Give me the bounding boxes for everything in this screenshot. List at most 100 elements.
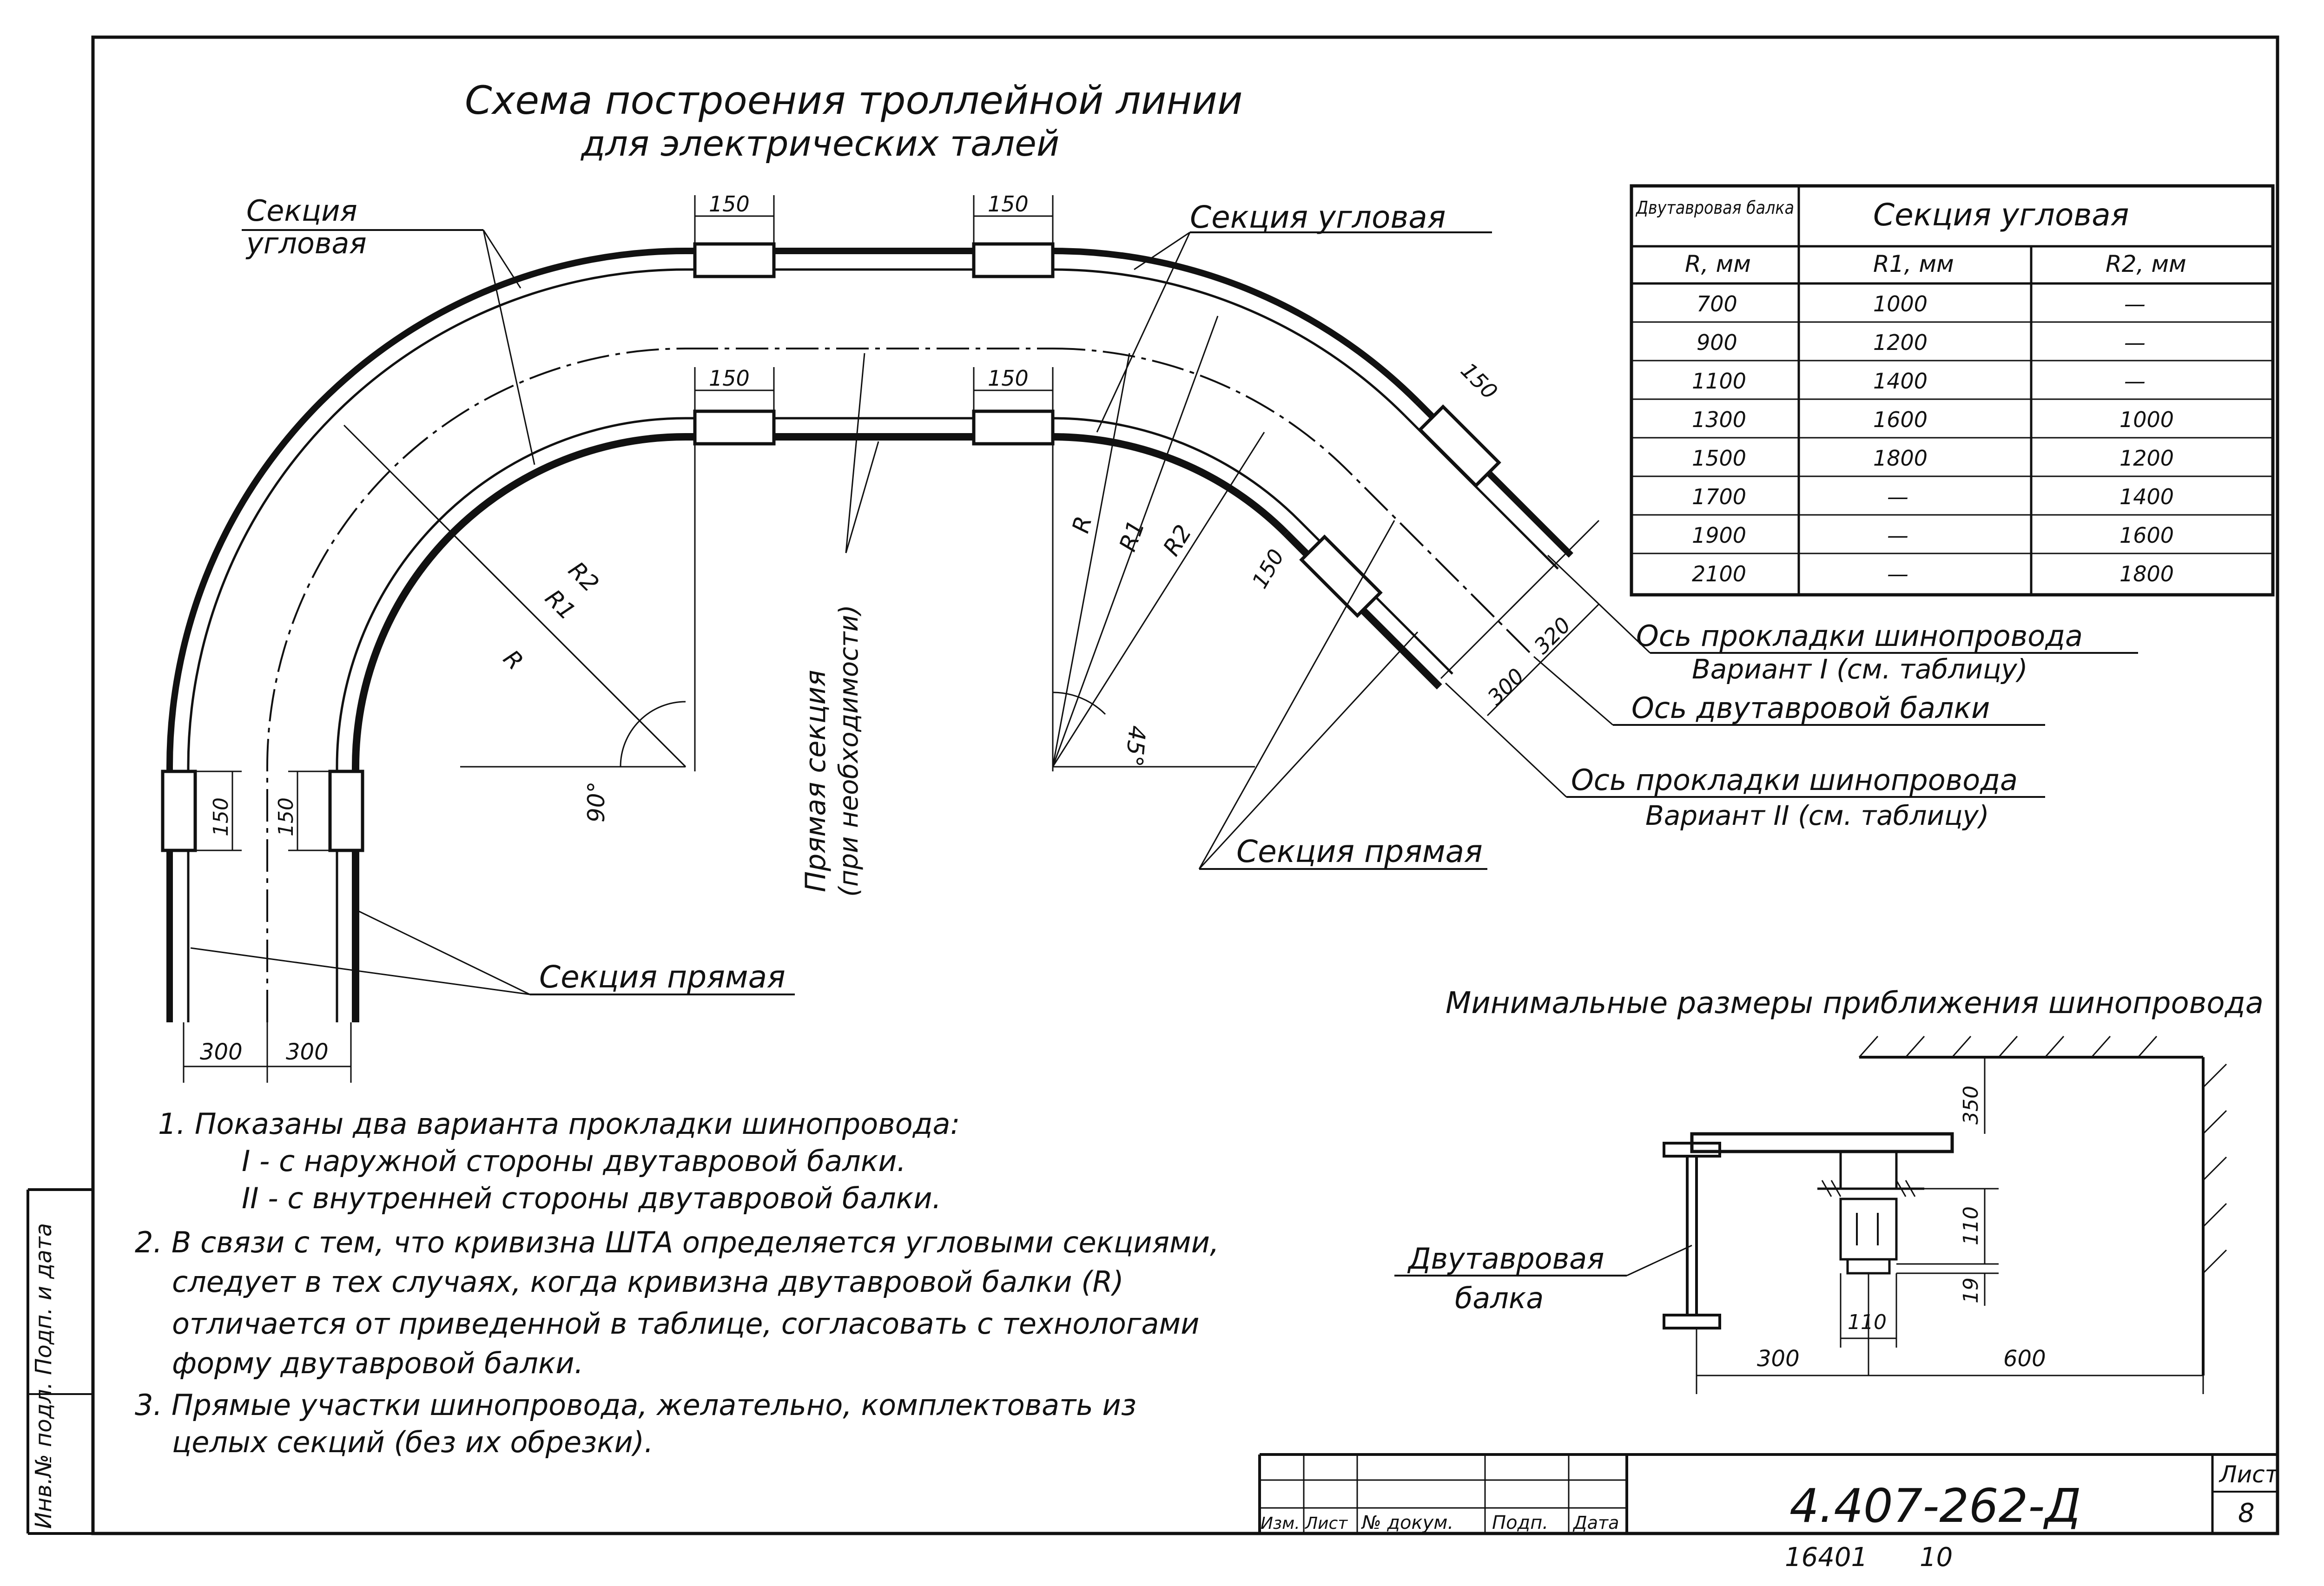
dim-150-left-2: 150 (274, 797, 298, 836)
table-cell: 1700 (1692, 484, 1746, 509)
dim-r-right: R (1067, 513, 1097, 536)
dim-150-top-1: 150 (709, 191, 750, 217)
beam-axis-arc-right (1052, 348, 1535, 658)
min-dim-110a: 110 (1959, 1206, 1983, 1245)
coupler-diag-outer (1418, 404, 1501, 488)
dim-angle-45: 45° (1120, 724, 1151, 768)
side-strip-text: Инв.№ подл. Подп. и дата (31, 1223, 57, 1529)
table-row: 700 1000 — (1697, 291, 2146, 316)
table-cell: 1300 (1692, 407, 1746, 432)
table-row: 1900 — 1600 (1692, 523, 2174, 548)
dim-r1-left: R1 (540, 584, 581, 625)
table-sub-r: R, мм (1685, 250, 1751, 277)
dim-150-left-1: 150 (209, 797, 233, 836)
coupler-left-outer (161, 770, 197, 852)
outer-rail-arc-left-b (187, 268, 686, 767)
doc-number: 4.407-262-Д (1789, 1479, 2081, 1533)
min-dim-350: 350 (1959, 1086, 1983, 1125)
label-corner-right: Секция угловая (1190, 199, 1446, 235)
dim-r-left: R (498, 645, 529, 675)
radius-r1-right (1052, 316, 1219, 767)
table-cell: 1500 (1692, 446, 1746, 471)
table-row: 1500 1800 1200 (1692, 446, 2174, 471)
sheet-frame (91, 35, 2279, 1535)
coupler-left-inner (328, 770, 364, 852)
stamp-h2: Лист (1304, 1514, 1348, 1533)
dim-150-diag-1: 150 (1456, 358, 1502, 404)
dim-150-top-2: 150 (988, 191, 1029, 217)
label-axis2-1: Ось прокладки шинопровода (1571, 763, 2018, 797)
table-cell: 1000 (2119, 407, 2174, 432)
note-line: II - с внутренней стороны двутавровой ба… (242, 1181, 941, 1215)
coupler-top-outer-1 (693, 242, 776, 278)
notes: 1. Показаны два варианта прокладки шиноп… (135, 1107, 1219, 1459)
outer-rail-arc-left-a (166, 248, 686, 767)
radius-table (1630, 184, 2275, 597)
table-cell: 1900 (1692, 523, 1746, 548)
min-sizes-detail (1394, 1036, 2227, 1394)
table-cell: 2100 (1692, 561, 1746, 586)
sheet-number: 8 (2238, 1498, 2255, 1528)
dim-300-right: 300 (286, 1039, 329, 1065)
angle-45-arc (1052, 691, 1106, 715)
min-beam-label-1: Двутавровая (1407, 1242, 1604, 1276)
dim-angle-90: 90° (583, 781, 610, 823)
table-header-beam: Двутавровая балка (1635, 197, 1794, 218)
beam-axis-arc-left (266, 348, 686, 1022)
table-sub-r2: R2, мм (2106, 250, 2186, 277)
trolley-scheme (161, 195, 2138, 1083)
drawing-title-2: для электрических талей (580, 123, 1059, 164)
label-straight-right: Секция прямая (1236, 834, 1483, 869)
table-cell: 1400 (2119, 484, 2174, 509)
dim-300-left: 300 (200, 1039, 243, 1065)
drawing-title-1: Схема построения троллейной линии (465, 78, 1242, 123)
table-cell: 1200 (2119, 446, 2174, 471)
table-cell: — (2124, 369, 2146, 394)
radius-r-right (1052, 353, 1130, 767)
table-cell: 1600 (2119, 523, 2174, 548)
dim-r2-right: R2 (1158, 520, 1197, 560)
radius-r2-left (343, 424, 687, 768)
table-cell: 900 (1697, 330, 1737, 355)
table-cell: 1800 (2119, 561, 2174, 586)
min-sizes-title: Минимальные размеры приближения шинопров… (1446, 986, 2264, 1020)
archive-copy: 10 (1920, 1542, 1953, 1573)
inner-rail-arc-right-b (1052, 433, 1289, 536)
label-axis2-2: Вариант II (см. таблицу) (1645, 800, 1989, 831)
table-row: 1100 1400 — (1692, 369, 2146, 394)
coupler-diag-inner (1299, 534, 1383, 618)
table-row: 900 1200 — (1697, 330, 2146, 355)
archive-number: 16401 (1785, 1542, 1868, 1573)
coupler-top-inner-1 (693, 409, 776, 446)
table-cell: 1100 (1692, 369, 1746, 394)
outer-rail-arc-right-a (1052, 248, 1420, 404)
note-line: следует в тех случаях, когда кривизна дв… (172, 1265, 1124, 1299)
table-cell: 1800 (1873, 446, 1928, 471)
min-beam-label-2: балка (1455, 1281, 1544, 1315)
stamp-h1: Изм. (1261, 1514, 1300, 1533)
label-corner-left-2: угловая (245, 226, 367, 260)
table-cell: 1200 (1873, 330, 1928, 355)
label-axis1-2: Вариант I (см. таблицу) (1692, 653, 2028, 685)
label-corner-left-1: Секция (246, 194, 357, 228)
note-line: 2. В связи с тем, что кривизна ШТА опред… (135, 1225, 1219, 1259)
coupler-top-outer-2 (972, 242, 1055, 278)
dim-300-diag: 300 (1483, 664, 1529, 710)
table-cell: — (1887, 523, 1908, 548)
table-cell: — (2124, 330, 2146, 355)
min-dim-300: 300 (1757, 1346, 1800, 1372)
dim-150-top-3: 150 (709, 366, 750, 391)
label-straight-left: Секция прямая (539, 959, 786, 995)
table-cell: — (1887, 561, 1908, 586)
table-cell: — (1887, 484, 1908, 509)
min-dim-19: 19 (1959, 1277, 1983, 1303)
table-row: 2100 — 1800 (1692, 561, 2174, 586)
min-dim-600: 600 (2003, 1346, 2046, 1372)
dim-r1-right: R1 (1114, 517, 1150, 555)
stamp-h4: Подп. (1492, 1512, 1548, 1533)
table-cell: 1400 (1873, 369, 1928, 394)
table-rows: 700 1000 — 900 1200 — 1100 1400 — 1300 1… (1692, 291, 2174, 586)
min-dim-110b: 110 (1848, 1310, 1887, 1334)
stamp-h5: Дата (1572, 1513, 1619, 1533)
dim-320-diag: 320 (1529, 612, 1576, 659)
